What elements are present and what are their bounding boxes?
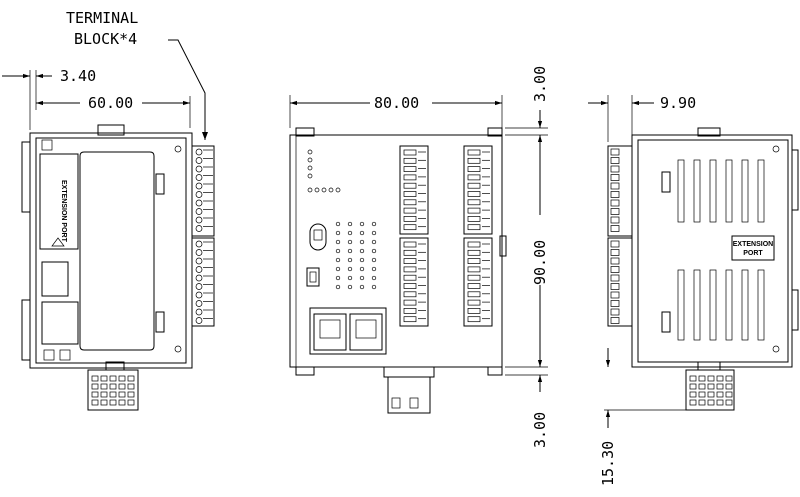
mode-switch[interactable] (309, 223, 327, 251)
terminal-block-leader (168, 39, 206, 140)
right-bottom-connector (685, 369, 735, 411)
terminal-block-lower (191, 237, 215, 327)
front-body-outline (289, 134, 503, 368)
terminal-block-label-line2: BLOCK*4 (74, 30, 137, 48)
ethernet-jack-1 (313, 313, 347, 351)
bottom-connector (87, 369, 139, 411)
right-side-view: 9.90 EXTENSION PORT 15.30 (588, 94, 799, 486)
front-view: 80.00 3.0 (289, 66, 549, 448)
terminal-block-upper (191, 145, 215, 237)
front-bottom-connector (387, 376, 431, 414)
extension-port-right-label-line1: EXTENSION (733, 241, 773, 248)
label-panel (79, 151, 155, 351)
extension-port-side-label: EXTENSION PORT (60, 180, 67, 243)
extension-port-cover (39, 153, 79, 250)
dim-left-offset: 3.40 (60, 67, 96, 85)
dim-front-width: 80.00 (374, 94, 419, 112)
ethernet-jack-2 (349, 313, 383, 351)
extension-port-label-box (731, 235, 775, 261)
dim-height: 90.00 (531, 240, 549, 285)
right-body-outline (631, 134, 793, 368)
extension-port-right-label-line2: PORT (743, 250, 763, 257)
dim-connector-depth: 15.30 (599, 441, 617, 486)
dim-right-offset: 9.90 (660, 94, 696, 112)
left-side-view: TERMINAL BLOCK*4 3.40 60.00 EXTENSION PO… (2, 9, 215, 411)
left-body-outline (29, 132, 193, 369)
right-terminal-lower (607, 237, 633, 327)
ethernet-ports (309, 307, 387, 355)
right-terminal-upper (607, 145, 633, 237)
dim-left-width: 60.00 (88, 94, 133, 112)
dim-top-margin: 3.00 (531, 66, 549, 102)
terminal-block-label-line1: TERMINAL (66, 9, 138, 27)
dim-bottom-margin: 3.00 (531, 412, 549, 448)
usb-port (306, 267, 320, 287)
